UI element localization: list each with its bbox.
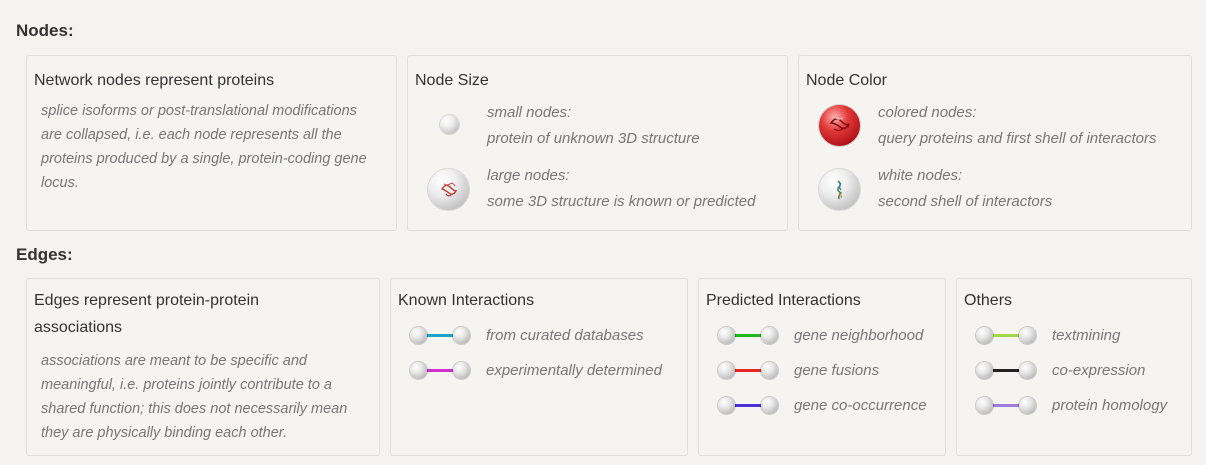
colored-node-label: colored nodes: (878, 104, 977, 121)
gene-neighborhood-edge-icon (718, 326, 778, 346)
large-node-icon (428, 169, 469, 210)
known-interactions-box: Known Interactions from curated database… (390, 278, 688, 456)
co-expression-edge-icon (976, 361, 1036, 381)
edges-associations-description: associations are meant to be specific an… (41, 349, 347, 445)
edge-line (728, 404, 768, 407)
edge-node (761, 397, 778, 414)
others-title: Others (964, 292, 1013, 309)
co-expression-label: co-expression (1052, 362, 1146, 379)
white-node-icon (819, 169, 860, 210)
protein-homology-label: protein homology (1052, 397, 1168, 414)
edge-node (718, 362, 735, 379)
nodes-proteins-box: Network nodes represent proteins splice … (26, 55, 397, 231)
description-line: locus. (41, 175, 79, 191)
description-line: they are physically binding each other. (41, 425, 288, 441)
gene-fusions-edge-icon (718, 361, 778, 381)
edge-node (453, 327, 470, 344)
edge-node (410, 327, 427, 344)
others-box: Others textmining co-expression protein … (956, 278, 1192, 456)
edge-line (986, 404, 1026, 407)
edge-node (718, 397, 735, 414)
textmining-label: textmining (1052, 327, 1121, 344)
edge-line (420, 369, 460, 372)
title-line: associations (34, 319, 123, 336)
description-line: shared function; this does not necessari… (41, 401, 348, 417)
small-node-desc: protein of unknown 3D structure (487, 130, 700, 147)
edge-node (976, 362, 993, 379)
nodes-proteins-title: Network nodes represent proteins (34, 72, 275, 89)
edges-associations-title: Edges represent protein-protein associat… (34, 287, 259, 341)
edges-section-title: Edges: (16, 245, 73, 264)
nodes-section-title: Nodes: (16, 21, 74, 40)
large-node-desc: some 3D structure is known or predicted (487, 193, 756, 210)
experimentally-determined-label: experimentally determined (486, 362, 662, 379)
curated-databases-label: from curated databases (486, 327, 644, 344)
title-line: Edges represent protein-protein (34, 292, 260, 309)
edge-line (420, 334, 460, 337)
nodes-proteins-description: splice isoforms or post-translational mo… (41, 99, 367, 195)
edge-node (761, 327, 778, 344)
edge-node (410, 362, 427, 379)
edge-node (1019, 327, 1036, 344)
edge-node (976, 327, 993, 344)
edges-associations-box: Edges represent protein-protein associat… (26, 278, 380, 456)
description-line: are collapsed, i.e. each node represents… (41, 127, 342, 143)
colored-node-desc: query proteins and first shell of intera… (878, 130, 1157, 147)
node-size-title: Node Size (415, 72, 489, 89)
experimentally-determined-edge-icon (410, 361, 470, 381)
description-line: proteins produced by a single, protein-c… (41, 151, 367, 167)
predicted-interactions-box: Predicted Interactions gene neighborhood… (698, 278, 946, 456)
description-line: associations are meant to be specific an… (41, 353, 307, 369)
gene-neighborhood-label: gene neighborhood (794, 327, 924, 344)
edge-line (986, 334, 1026, 337)
edge-node (1019, 362, 1036, 379)
known-interactions-title: Known Interactions (398, 292, 535, 309)
edge-line (728, 369, 768, 372)
node-color-title: Node Color (806, 72, 887, 89)
gene-co-occurrence-label: gene co-occurrence (794, 397, 927, 414)
protein-homology-edge-icon (976, 396, 1036, 416)
textmining-edge-icon (976, 326, 1036, 346)
gene-co-occurrence-edge-icon (718, 396, 778, 416)
white-node-label: white nodes: (878, 167, 963, 184)
description-line: splice isoforms or post-translational mo… (41, 103, 357, 119)
predicted-interactions-title: Predicted Interactions (706, 292, 861, 309)
small-node-icon (440, 115, 459, 134)
description-line: meaningful, i.e. proteins jointly contri… (41, 377, 332, 393)
edge-line (728, 334, 768, 337)
curated-databases-edge-icon (410, 326, 470, 346)
edge-node (1019, 397, 1036, 414)
node-color-box: Node Color colored nodes: query proteins… (798, 55, 1192, 231)
edge-line (986, 369, 1026, 372)
white-node-desc: second shell of interactors (878, 193, 1053, 210)
edge-node (718, 327, 735, 344)
large-node-label: large nodes: (487, 167, 570, 184)
edge-node (976, 397, 993, 414)
node-size-box: Node Size small nodes: protein of unknow… (407, 55, 788, 231)
edge-node (761, 362, 778, 379)
gene-fusions-label: gene fusions (794, 362, 880, 379)
small-node-label: small nodes: (487, 104, 572, 121)
colored-node-icon (819, 105, 860, 146)
edge-node (453, 362, 470, 379)
